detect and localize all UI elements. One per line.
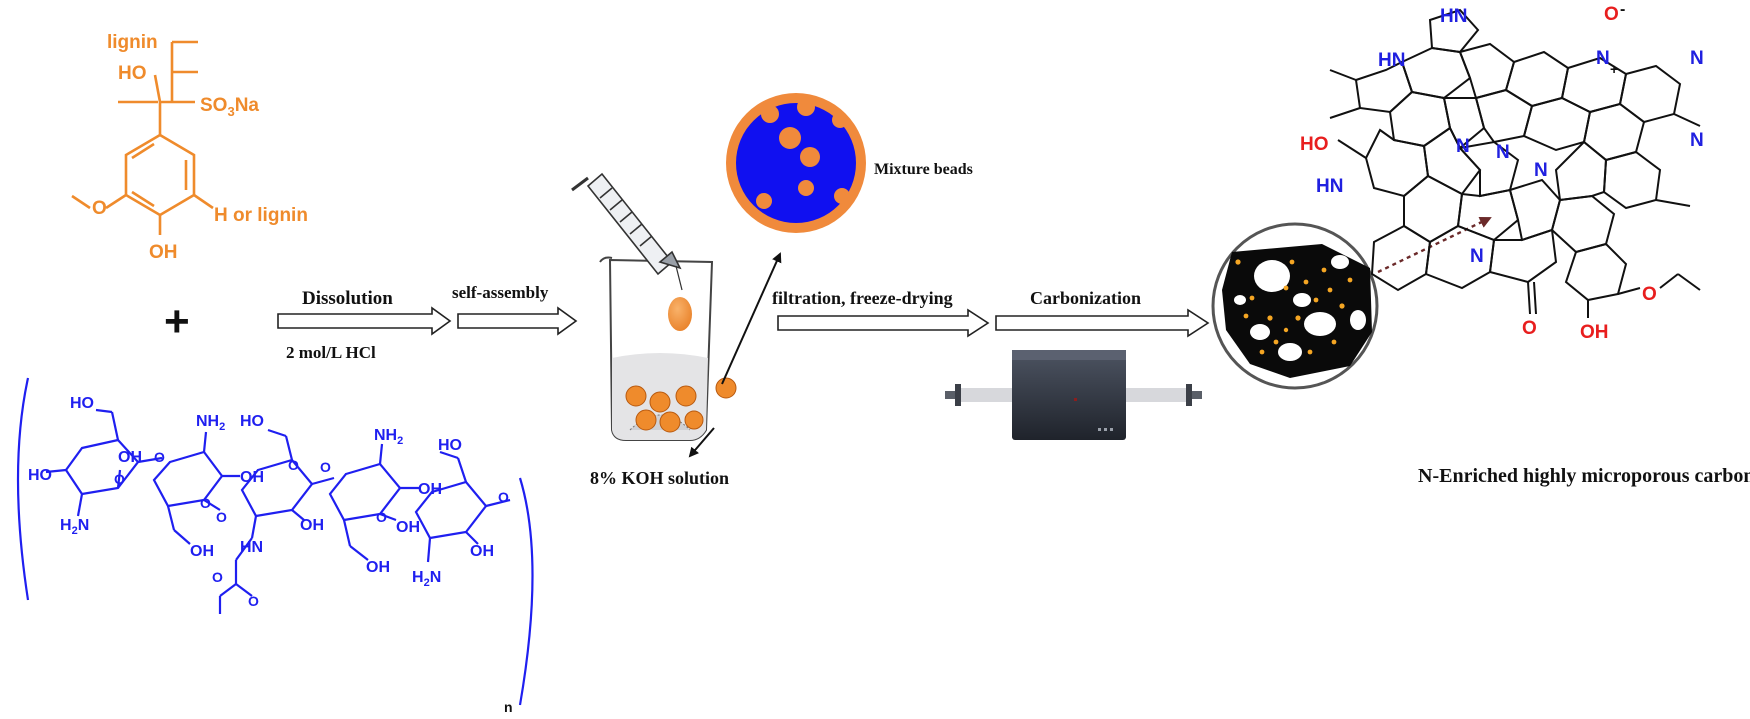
atom-oh: OH (366, 559, 390, 576)
atom-ho: HO (70, 395, 94, 412)
tube-furnace (945, 350, 1202, 440)
atom-o: O (114, 471, 125, 487)
label-carbonization: Carbonization (1030, 288, 1141, 308)
carbon-micrograph (1211, 222, 1379, 390)
atom-o-ether: O (1642, 284, 1657, 305)
atom-hn: HN (240, 539, 263, 556)
charge-plus: + (1610, 61, 1618, 77)
atom-o: O (498, 489, 509, 505)
atom-n: N (1690, 48, 1704, 69)
atom-o: O (200, 495, 211, 511)
atom-ho: HO (438, 437, 462, 454)
atom-oh: OH (418, 481, 442, 498)
atom-o: O (320, 459, 331, 475)
arrow-dissolution (277, 306, 452, 336)
atom-oh: OH (240, 469, 264, 486)
label-koh: 8% KOH solution (590, 468, 729, 488)
arrow-to-koh (688, 427, 715, 458)
carbon-structure-labels: HN HN N O - + N N HO HN N N N N O OH O (1300, 1, 1704, 343)
atom-oh: OH (300, 517, 324, 534)
atom-o: O (92, 198, 107, 219)
atom-ho: HO (118, 63, 147, 84)
atom-n-oxide: N (1596, 48, 1610, 69)
mixture-bead (726, 93, 866, 233)
atom-ho: HO (1300, 134, 1329, 155)
atom-n: N (1456, 136, 1470, 157)
atom-so3na: SO3Na (200, 95, 259, 119)
arrow-to-bead (721, 252, 782, 385)
atom-h2n: H2N (60, 517, 89, 537)
chitosan-structure (16, 377, 534, 706)
atom-oh: OH (1580, 322, 1609, 343)
label-product: N-Enriched highly microporous carbons (1418, 465, 1750, 487)
plus-sign: + (164, 297, 190, 346)
atom-n: N (1496, 142, 1510, 163)
atom-o-ketone: O (1522, 318, 1537, 339)
charge-minus: - (1620, 1, 1625, 18)
lignosulfonate-structure (71, 40, 214, 235)
label-mixture-beads: Mixture beads (874, 161, 973, 178)
atom-o: O (248, 593, 259, 609)
atom-n: N (1470, 246, 1484, 267)
atom-o: O (216, 509, 227, 525)
atom-oh: OH (470, 543, 494, 560)
arrow-carbonization (995, 308, 1210, 338)
syringe (571, 172, 683, 291)
atom-ho: HO (28, 467, 52, 484)
atom-ho: HO (240, 413, 264, 430)
label-filtration: filtration, freeze-drying (772, 288, 953, 308)
atom-n: N (1534, 160, 1548, 181)
chitosan-labels: HO NH2 HO HO OH H2N OH OH HN OH NH2 OH H… (28, 395, 513, 715)
arrow-filtration (777, 308, 990, 338)
atom-o: O (212, 569, 223, 585)
beaker (599, 256, 737, 441)
label-dissolution: Dissolution (302, 288, 393, 309)
atom-oh: OH (396, 519, 420, 536)
carbon-structure (1329, 8, 1701, 318)
atom-hn: HN (1316, 176, 1343, 197)
arrow-self-assembly (457, 306, 578, 336)
atom-h2n: H2N (412, 569, 441, 589)
atom-oh: OH (149, 242, 178, 263)
atom-hn: HN (1440, 6, 1467, 27)
atom-oh: OH (118, 449, 142, 466)
atom-lignin: lignin (107, 32, 158, 53)
atom-h-or-lignin: H or lignin (214, 205, 308, 226)
label-self-assembly: self-assembly (452, 283, 549, 302)
atom-o: O (376, 509, 387, 525)
atom-hn: HN (1378, 50, 1405, 71)
droplet (668, 297, 692, 331)
label-hcl: 2 mol/L HCl (286, 343, 376, 362)
atom-oh: OH (190, 543, 214, 560)
atom-o: O (288, 457, 299, 473)
atom-n: N (1690, 130, 1704, 151)
lignosulfonate-labels: lignin HO SO3Na H or lignin OH O (92, 32, 308, 263)
atom-o: O (154, 449, 165, 465)
atom-nh2: NH2 (196, 413, 225, 433)
atom-o-minus: O (1604, 4, 1619, 25)
repeat-unit-n: n (504, 699, 513, 715)
atom-nh2: NH2 (374, 427, 403, 447)
